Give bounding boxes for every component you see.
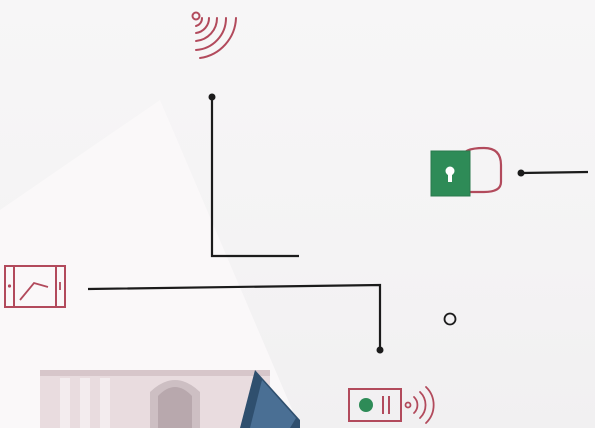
connector-padlock [518, 170, 589, 177]
connector-upper [209, 94, 300, 257]
building-photo [40, 370, 300, 428]
padlock-icon [431, 148, 501, 196]
open-node-icon [445, 314, 456, 325]
connector-node [377, 347, 384, 354]
wifi-signal-icon [193, 13, 237, 59]
card-reader-icon [349, 387, 434, 423]
